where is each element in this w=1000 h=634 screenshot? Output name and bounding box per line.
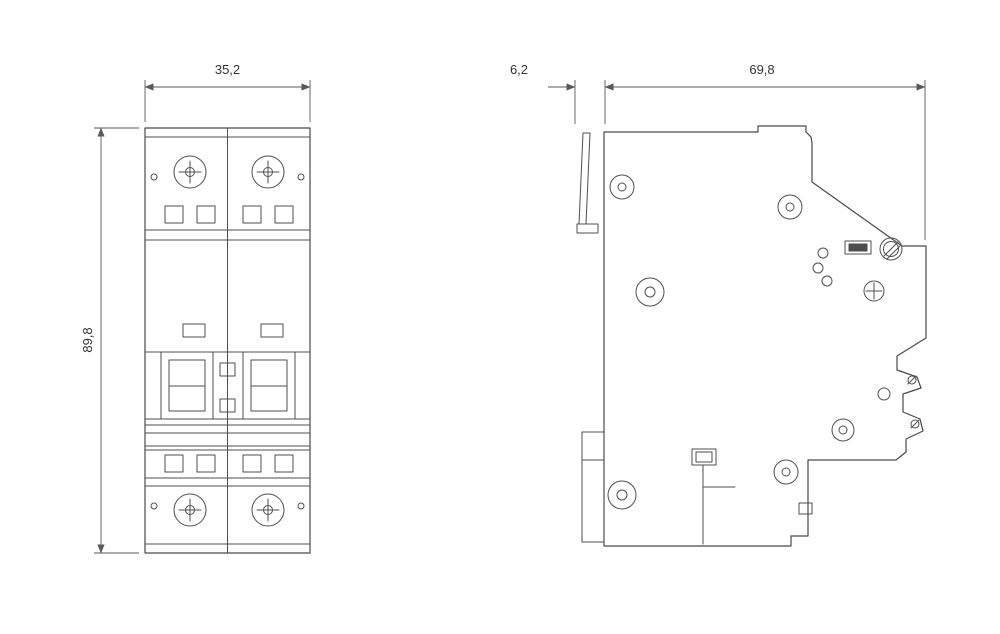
phillips-screw-side <box>863 280 885 302</box>
din-rail-claw <box>576 132 599 234</box>
terminal-screw-bottom-right <box>251 493 285 527</box>
pilot-hole <box>150 502 158 510</box>
top-terminal-clamps <box>144 205 311 241</box>
front-width-label: 35,2 <box>215 62 240 77</box>
handle-tie-bottom <box>219 398 236 413</box>
lower-terminal-channel <box>691 448 813 545</box>
pilot-hole <box>297 502 305 510</box>
terminal-screw-bottom-left <box>173 493 207 527</box>
side-clip-depth-dimension: 6,2 <box>510 62 576 124</box>
housing-rivets <box>607 174 855 510</box>
side-body-depth-label: 69,8 <box>749 62 774 77</box>
indicator-window <box>182 323 206 338</box>
front-width-dimension: 35,2 <box>144 62 311 122</box>
front-height-dimension: 89,8 <box>80 127 139 554</box>
din-rail-clip <box>581 431 605 543</box>
mechanism-details-top <box>812 237 903 302</box>
indicator-window <box>260 323 284 338</box>
side-body-depth-dimension: 69,8 <box>604 62 926 240</box>
side-outline <box>603 125 927 547</box>
side-clip-depth-label: 6,2 <box>510 62 528 77</box>
center-band <box>144 424 311 447</box>
side-view <box>576 125 927 547</box>
handle-tie-top <box>219 362 236 377</box>
terminal-screw-top-left <box>173 155 207 189</box>
toggle-switches <box>144 351 311 420</box>
hatched-terminal-screw <box>879 237 903 261</box>
bottom-terminal-clamps <box>144 449 311 487</box>
pilot-hole <box>150 173 158 181</box>
latch-pins <box>877 375 920 429</box>
pilot-hole <box>297 173 305 181</box>
front-height-label: 89,8 <box>80 327 95 352</box>
terminal-screw-top-right <box>251 155 285 189</box>
front-view <box>144 127 311 554</box>
